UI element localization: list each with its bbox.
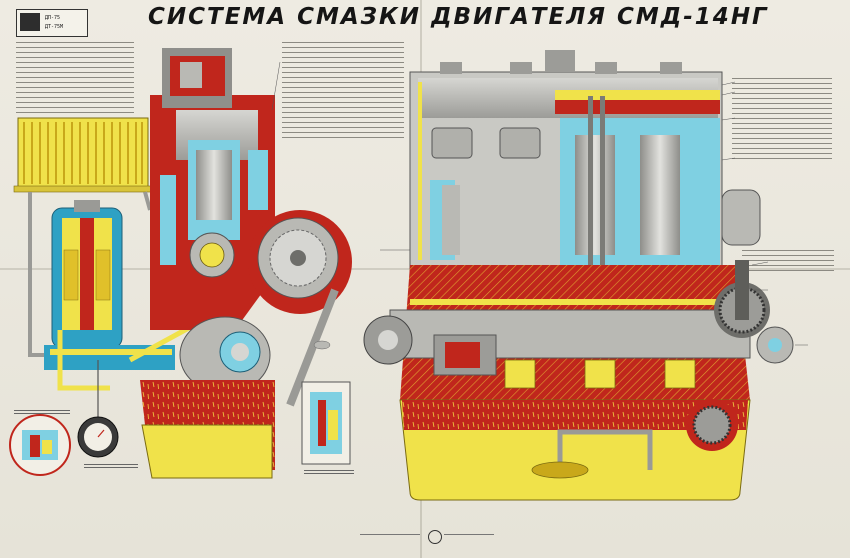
footer-text — [360, 534, 420, 535]
poster-title: СИСТЕМА СМАЗКИ ДВИГАТЕЛЯ СМД-14НГ — [148, 4, 769, 30]
relief-valve-inset — [301, 381, 351, 465]
legend-right-lower — [742, 250, 834, 275]
gauge-caption — [84, 462, 138, 470]
legend-right — [732, 78, 832, 163]
logo-line-2: ДТ-75М — [45, 24, 64, 30]
flywheel-gear-icon — [686, 260, 794, 451]
engine-longitudinal-section — [363, 50, 761, 501]
radiator-icon — [13, 117, 153, 193]
publisher-footer-mark — [428, 530, 442, 544]
legend-left — [16, 42, 134, 117]
publisher-logo: ДП-75 ДТ-75М — [16, 9, 88, 37]
oil-pressure-gauge-icon — [77, 360, 119, 458]
cylinder-block-section — [150, 48, 275, 330]
inset-caption-right — [304, 468, 354, 476]
tractor-icon — [20, 13, 40, 31]
footer-text-right — [444, 534, 494, 535]
timing-gear-housing — [248, 210, 352, 314]
oil-filter-icon — [51, 200, 123, 349]
legend-middle — [282, 42, 404, 142]
valve-inset-detail — [9, 414, 71, 476]
logo-line-1: ДП-75 — [45, 15, 61, 21]
oil-sump-icon — [140, 380, 275, 479]
inset-caption-left — [14, 408, 70, 416]
